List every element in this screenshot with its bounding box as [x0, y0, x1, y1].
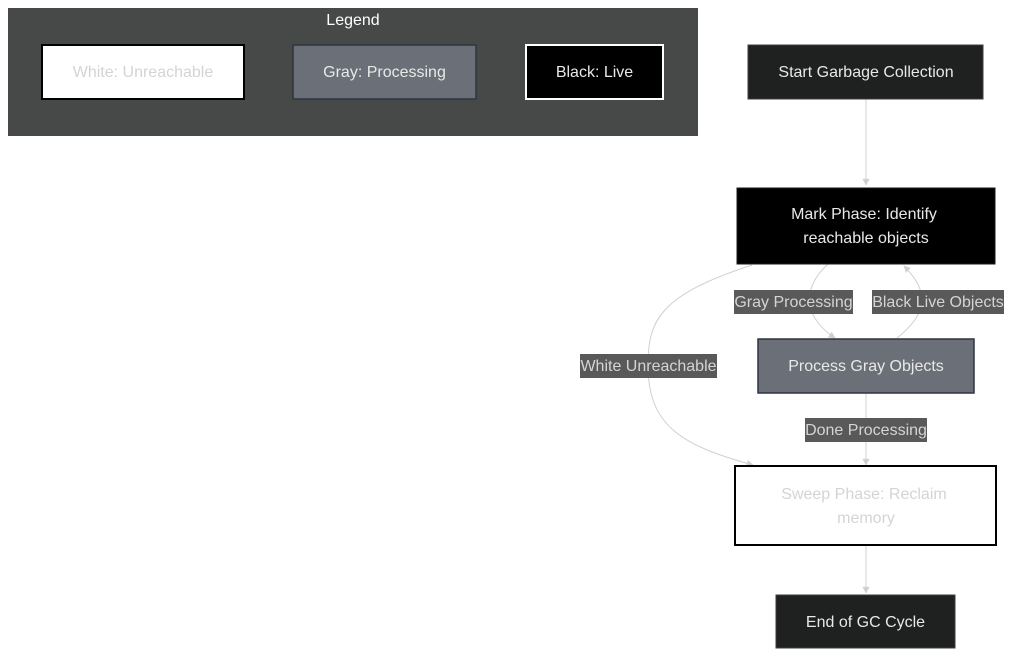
node-label: Start Garbage Collection [778, 64, 953, 81]
edge-label-white-unreachable: White Unreachable [580, 354, 717, 378]
edge-label-gray-processing: Gray Processing [734, 290, 853, 314]
legend-label-white: White: Unreachable [73, 64, 214, 81]
edge-label-bg [872, 290, 1004, 314]
legend-label-gray: Gray: Processing [323, 64, 446, 81]
node-label-line-2: reachable objects [803, 230, 928, 247]
edge-label-done-processing: Done Processing [805, 418, 927, 442]
legend-item-gray: Gray: Processing [292, 44, 477, 100]
edge-label-text: Gray Processing [734, 294, 852, 311]
legend-swatch-black [525, 44, 664, 100]
node-end-of-gc-cycle: End of GC Cycle [775, 594, 956, 649]
node-mark-phase: Mark Phase: Identify reachable objects [736, 187, 996, 265]
node-box [734, 465, 997, 546]
edge-label-text: Done Processing [805, 422, 927, 439]
legend-item-black: Black: Live [525, 44, 664, 100]
node-label-line-1: Mark Phase: Identify [791, 206, 937, 223]
edge-label-black-live-objects: Black Live Objects [872, 290, 1004, 314]
edge-label-bg [734, 290, 853, 314]
edge-label-text: Black Live Objects [872, 294, 1004, 311]
node-start-garbage-collection: Start Garbage Collection [747, 44, 984, 100]
node-label: Process Gray Objects [788, 358, 944, 375]
node-sweep-phase: Sweep Phase: Reclaim memory [734, 465, 997, 546]
node-label-line-1: Sweep Phase: Reclaim [781, 486, 946, 503]
node-process-gray-objects: Process Gray Objects [757, 338, 975, 394]
legend-swatch-white [41, 44, 245, 100]
legend: Legend White: Unreachable Gray: Processi… [8, 8, 698, 136]
legend-swatch-gray [292, 44, 477, 100]
edge-label-bg [580, 354, 717, 378]
node-box [747, 44, 984, 100]
node-box [757, 338, 975, 394]
edge-label-bg [805, 418, 927, 442]
node-label: End of GC Cycle [806, 614, 925, 631]
edge-label-text: White Unreachable [580, 358, 716, 375]
legend-label-black: Black: Live [556, 64, 633, 81]
node-box [775, 594, 956, 649]
legend-item-white: White: Unreachable [41, 44, 245, 100]
node-box [736, 187, 996, 265]
node-label-line-2: memory [837, 510, 895, 527]
legend-title: Legend [326, 12, 379, 29]
